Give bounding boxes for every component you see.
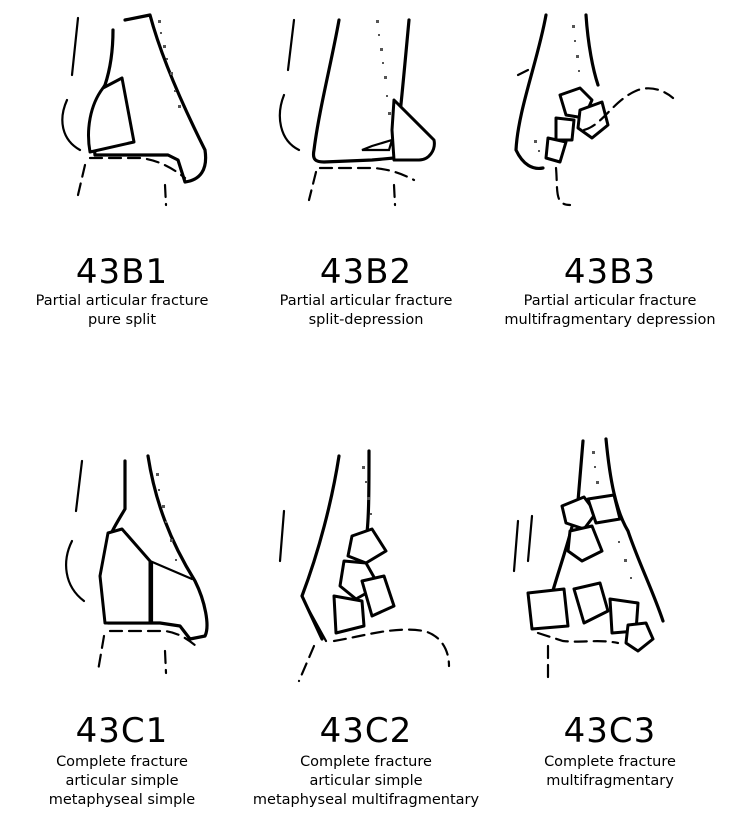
description-line: articular simple [244,772,488,791]
panel-43b3: 43B3 Partial articular fracture multifra… [488,0,732,411]
fracture-43c2-illustration [244,411,488,711]
description-line: metaphyseal multifragmentary [244,791,488,810]
fracture-43b2-illustration [244,0,488,240]
classification-code: 43C1 [0,711,244,751]
classification-description: Partial articular fracture split-depress… [244,292,488,330]
description-line: multifragmentary depression [488,311,732,330]
description-line: articular simple [0,772,244,791]
description-line: Partial articular fracture [0,292,244,311]
description-line: pure split [0,311,244,330]
classification-description: Complete fracture articular simple metap… [244,753,488,810]
classification-description: Partial articular fracture pure split [0,292,244,330]
panel-43c2: 43C2 Complete fracture articular simple … [244,411,488,822]
panel-43c1: 43C1 Complete fracture articular simple … [0,411,244,822]
classification-description: Partial articular fracture multifragment… [488,292,732,330]
description-line: metaphyseal simple [0,791,244,810]
description-line: Complete fracture [488,753,732,772]
fracture-43c1-illustration [0,411,244,711]
panel-43c3: 43C3 Complete fracture multifragmentary [488,411,732,822]
description-line: Complete fracture [0,753,244,772]
description-line: Complete fracture [244,753,488,772]
classification-description: Complete fracture articular simple metap… [0,753,244,810]
classification-code: 43C2 [244,711,488,751]
fracture-43c3-illustration [488,411,732,711]
fracture-43b1-illustration [0,0,244,240]
classification-code: 43C3 [488,711,732,751]
panel-43b2: 43B2 Partial articular fracture split-de… [244,0,488,411]
classification-code: 43B2 [244,252,488,292]
classification-code: 43B1 [0,252,244,292]
classification-code: 43B3 [488,252,732,292]
classification-description: Complete fracture multifragmentary [488,753,732,791]
description-line: multifragmentary [488,772,732,791]
fracture-43b3-illustration [488,0,732,240]
description-line: Partial articular fracture [488,292,732,311]
description-line: Partial articular fracture [244,292,488,311]
panel-43b1: 43B1 Partial articular fracture pure spl… [0,0,244,411]
description-line: split-depression [244,311,488,330]
